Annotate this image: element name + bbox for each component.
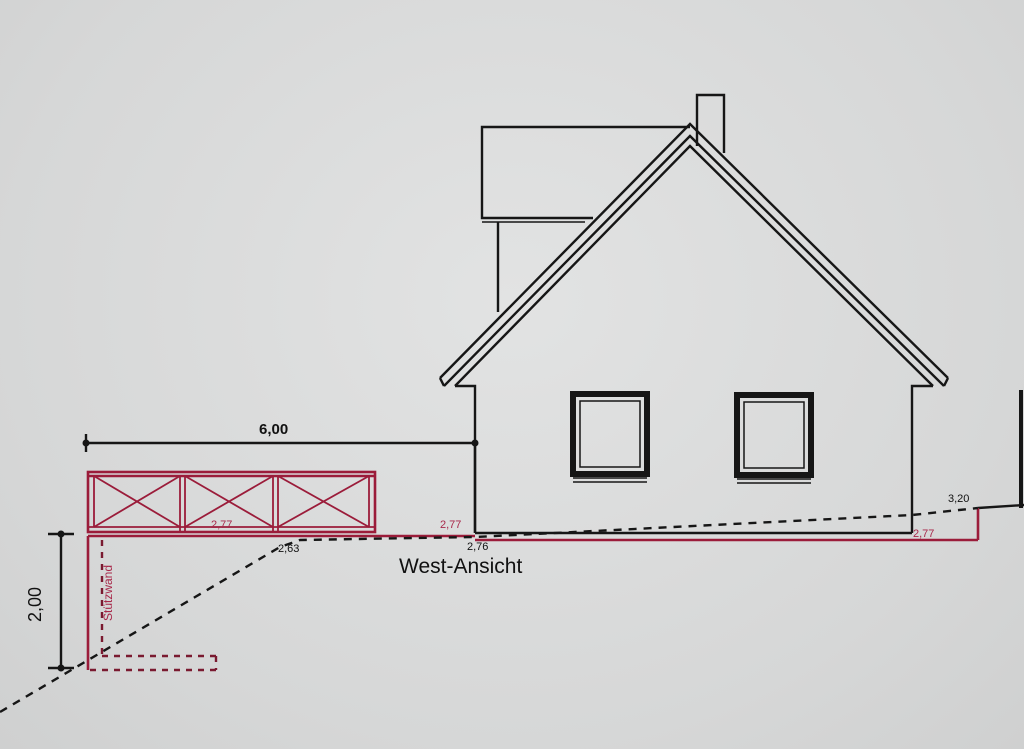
height-dimension-label: 2,00 <box>25 586 46 623</box>
carport-structure <box>86 470 377 534</box>
retaining-wall-label: Stützwand <box>101 564 116 622</box>
elevation-carport-floor: 2,77 <box>211 519 233 531</box>
terrain-right <box>977 390 1024 510</box>
elevation-ground-left: 2,63 <box>278 543 300 555</box>
dimension-height <box>48 530 74 672</box>
dormer <box>480 125 690 312</box>
chimney <box>695 93 726 153</box>
window-right <box>734 392 814 484</box>
window-left <box>570 391 650 483</box>
gable-roof <box>438 122 950 387</box>
elevation-house-floor-right: 2,77 <box>913 528 935 540</box>
view-title: West-Ansicht <box>399 555 523 578</box>
elevation-ground-house: 2,76 <box>467 541 489 553</box>
house-walls <box>455 384 933 535</box>
dimension-width <box>82 434 479 533</box>
width-dimension-label: 6,00 <box>259 421 289 438</box>
planned-floor-line <box>88 508 980 542</box>
existing-ground-line <box>0 506 979 714</box>
elevation-terrace: 2,77 <box>440 519 462 531</box>
retaining-wall <box>86 536 218 672</box>
elevation-ground-right: 3,20 <box>948 493 970 505</box>
